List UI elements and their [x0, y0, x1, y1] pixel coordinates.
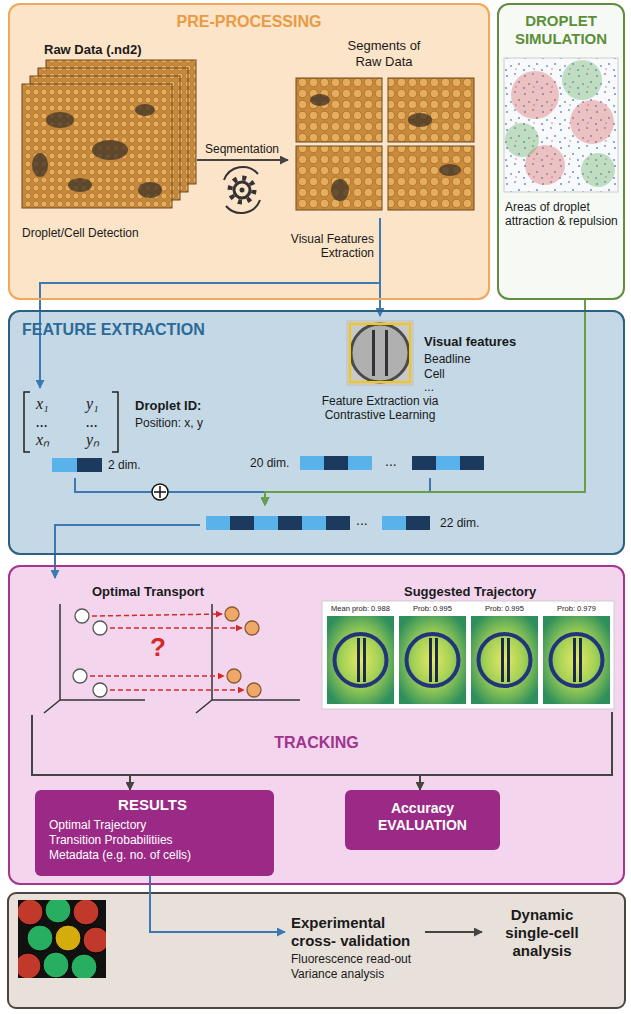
node-text: Prob: 0.995 — [399, 604, 466, 613]
gear-icon — [224, 167, 260, 213]
stage-panel: TRACKINGOptimal Transport?Suggested Traj… — [8, 565, 625, 885]
position-matrix — [24, 392, 118, 452]
node-text: Variance analysis — [291, 967, 384, 981]
edge-label: Visual Features Extraction — [270, 232, 374, 261]
matrix-entry: x₁ — [36, 394, 49, 413]
optimal-transport-plot — [44, 604, 300, 713]
flow-arrow — [40, 218, 380, 388]
image-group: Suggested TrajectoryMean prob: 0.988 Prob… — [318, 578, 618, 712]
node-text: 2 dim. — [108, 458, 141, 472]
node-text: Visual features — [424, 334, 516, 350]
node-text: Raw Data (.nd2) — [44, 42, 142, 58]
flow-arrow — [420, 712, 612, 790]
node-text: Prob: 0.979 — [543, 604, 610, 613]
result-box: RESULTS Optimal TrajectoryTransition Prob… — [35, 790, 274, 876]
segment-tiles — [296, 78, 474, 210]
node-text: Optimal Transport — [92, 584, 204, 600]
node-text: RESULTS — [35, 796, 270, 814]
tracking-bracket — [130, 775, 420, 776]
image-group: Raw Data (.nd2) Droplet/Cell Detection — [12, 36, 197, 252]
fluorescence-image — [15, 897, 109, 980]
vector-group: ... 22 dim. — [200, 505, 500, 545]
panel-title: PRE-PROCESSING — [10, 12, 488, 31]
matrix-entry: yₙ — [86, 430, 99, 449]
panel-title: DROPLET SIMULATION — [499, 12, 623, 48]
matrix-entry: ... — [86, 412, 98, 431]
matrix-entry: y₁ — [86, 394, 99, 413]
node-text: ? — [150, 632, 166, 663]
node-text: Optimal Trajectory — [49, 818, 146, 832]
panel-fills — [8, 3, 625, 1008]
flow-arrow — [265, 300, 585, 505]
node-text: Suggested Trajectory — [404, 584, 536, 600]
droplet-image — [346, 320, 414, 386]
node-text: Prob: 0.995 — [471, 604, 538, 613]
droplet-simulation-image — [504, 58, 618, 192]
concat-symbol — [152, 484, 168, 500]
node-text: Fluorescence read-out — [291, 952, 411, 966]
node-text: Segments of Raw Data — [339, 38, 429, 69]
plot-group: Optimal Transport? — [18, 578, 318, 715]
node-text: Droplet/Cell Detection — [22, 226, 139, 240]
node-text: Mean prob: 0.988 — [327, 604, 394, 613]
node-text: Dynamic single-cell analysis — [487, 906, 597, 960]
node-text: ... — [356, 512, 368, 529]
image-group: Segments of Raw Data — [288, 34, 480, 218]
node-text: Experimental cross- validation — [291, 914, 421, 950]
matrix-entry: xₙ — [36, 430, 49, 449]
vector-group: Visual featuresBeadlineCell...Feature Ex… — [236, 316, 526, 478]
flow-arrow — [425, 931, 482, 933]
node-text: Feature Extraction via Contrastive Learn… — [305, 394, 455, 423]
node-text: Areas of droplet attraction & repulsion — [505, 200, 621, 229]
node-text: ... — [385, 453, 397, 470]
flow-arrow — [32, 715, 130, 790]
matrix-entry: ... — [36, 412, 48, 431]
node-text: 22 dim. — [440, 516, 479, 530]
raw-data-stack — [22, 60, 196, 208]
flow-arrow — [197, 159, 288, 161]
node-text: Accuracy EVALUATION — [355, 800, 490, 834]
node-text: Position: x, y — [135, 416, 203, 430]
node-text: Droplet ID: — [135, 398, 201, 414]
flow-arrow — [55, 525, 200, 578]
panel-title: TRACKING — [10, 733, 623, 752]
stage-panel: FEATURE EXTRACTION Droplet ID: Position: x… — [8, 310, 625, 555]
step-group: Experimental cross- validationFluorescen… — [285, 912, 425, 985]
flow-arrow — [75, 478, 265, 505]
flow-arrow — [379, 218, 381, 316]
node-text: ... — [424, 380, 434, 394]
step-group: Dynamic single-cell analysis — [482, 903, 602, 965]
edge-label: Seqmentation — [202, 142, 282, 156]
node-text: 20 dim. — [250, 456, 289, 470]
node-text: Metadata (e.g. no. of cells) — [49, 848, 191, 862]
node-text: Beadline — [424, 352, 471, 366]
node-text: Cell — [424, 367, 445, 381]
panel-title: FEATURE EXTRACTION — [22, 320, 205, 339]
stage-panel: DROPLET SIMULATION Areas of droplet attra… — [497, 3, 625, 300]
node-text: Transition Probabilitiies — [49, 833, 173, 847]
result-box: Accuracy EVALUATION — [345, 790, 500, 850]
trajectory-image — [322, 601, 614, 709]
